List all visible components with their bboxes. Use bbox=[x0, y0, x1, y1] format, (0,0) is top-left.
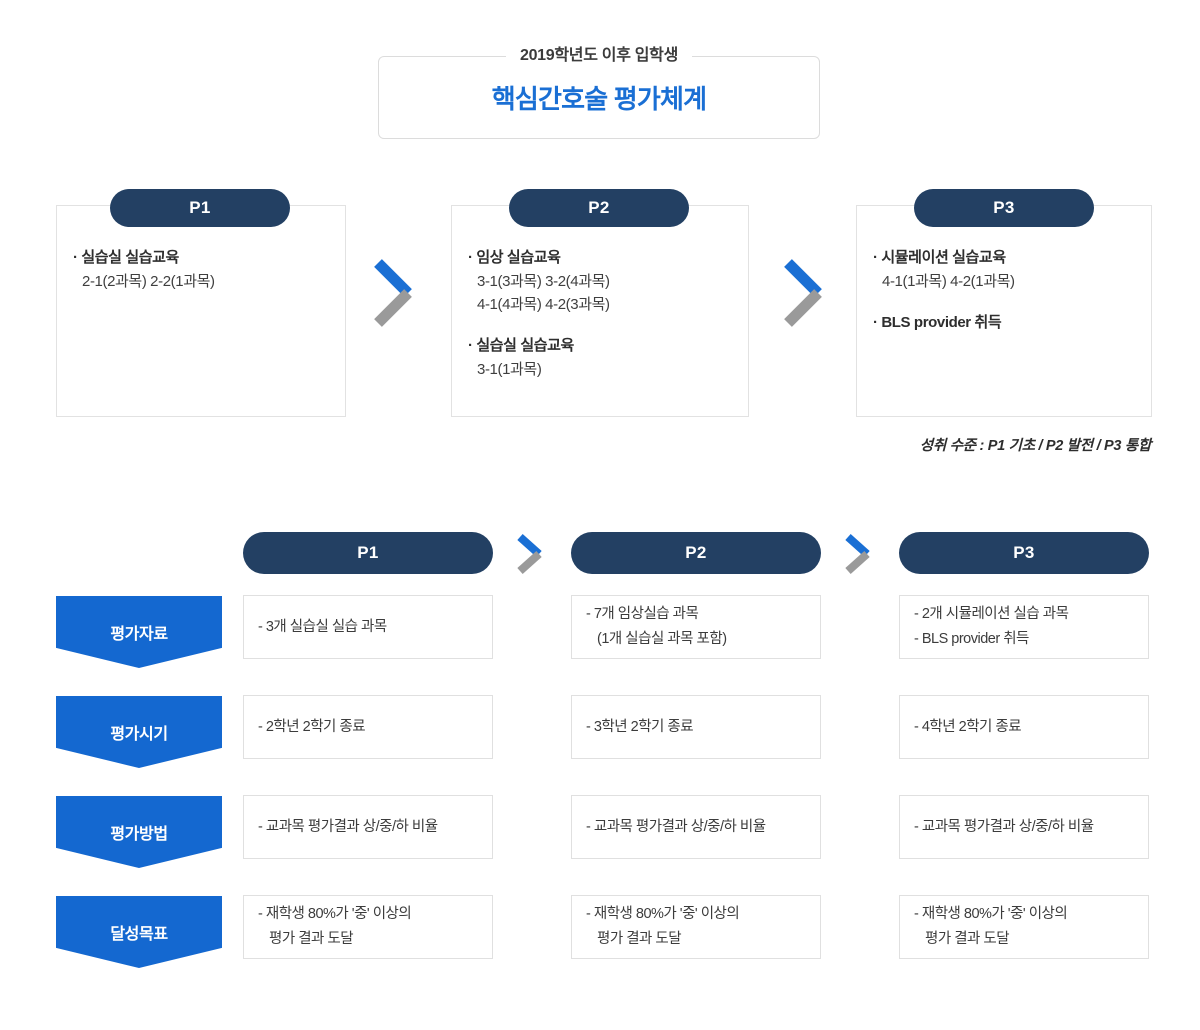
phase-item-head: · 시뮬레이션 실습교육 bbox=[873, 249, 1006, 266]
cell-line: - 4학년 2학기 종료 bbox=[914, 718, 1022, 735]
cell-line: - 교과목 평가결과 상/중/하 비율 bbox=[258, 818, 438, 835]
phase-item-sub: 3-1(1과목) bbox=[477, 361, 542, 378]
cell-line: 평가 결과 도달 bbox=[269, 931, 354, 947]
cell-line: - 재학생 80%가 '중' 이상의 bbox=[914, 906, 1068, 922]
matrix-cell-r0c0: - 3개 실습실 실습 과목 bbox=[243, 595, 493, 659]
matrix-cell-r3c1: - 재학생 80%가 '중' 이상의 평가 결과 도달 bbox=[571, 895, 821, 959]
chevron-right-icon-2 bbox=[784, 259, 822, 327]
phase-pill-p2: P2 bbox=[509, 189, 689, 227]
matrix-column-header-p1: P1 bbox=[243, 532, 493, 574]
phase-body-p1: · 실습실 실습교육 2-1(2과목) 2-2(1과목) bbox=[73, 246, 338, 293]
cell-line: - 교과목 평가결과 상/중/하 비율 bbox=[586, 818, 766, 835]
phase-item: · 시뮬레이션 실습교육 4-1(1과목) 4-2(1과목) bbox=[873, 246, 1148, 293]
cell-line: - 7개 임상실습 과목 bbox=[586, 606, 699, 622]
phase-item: · 임상 실습교육 3-1(3과목) 3-2(4과목) 4-1(4과목) 4-2… bbox=[468, 246, 743, 316]
matrix-row-label-text-2: 평가방법 bbox=[110, 826, 168, 843]
achievement-level-note: 성취 수준 : P1 기초 / P2 발전 / P3 통합 bbox=[919, 438, 1151, 454]
matrix-cell-r0c2: - 2개 시뮬레이션 실습 과목 - BLS provider 취득 bbox=[899, 595, 1149, 659]
phase-pill-label-p3: P3 bbox=[993, 198, 1015, 217]
phase-box-p1 bbox=[56, 205, 346, 417]
matrix-cell-r2c2: - 교과목 평가결과 상/중/하 비율 bbox=[899, 795, 1149, 859]
matrix-cell-r2c1: - 교과목 평가결과 상/중/하 비율 bbox=[571, 795, 821, 859]
matrix-cell-r1c0: - 2학년 2학기 종료 bbox=[243, 695, 493, 759]
chevron-right-icon-3 bbox=[517, 534, 542, 574]
matrix-cell-r3c2: - 재학생 80%가 '중' 이상의 평가 결과 도달 bbox=[899, 895, 1149, 959]
cell-line: 평가 결과 도달 bbox=[925, 931, 1010, 947]
phase-item-head: · 임상 실습교육 bbox=[468, 249, 561, 266]
phase-item: · BLS provider 취득 bbox=[873, 311, 1148, 335]
phase-body-p3: · 시뮬레이션 실습교육 4-1(1과목) 4-2(1과목) · BLS pro… bbox=[873, 246, 1148, 335]
cell-line: - 재학생 80%가 '중' 이상의 bbox=[586, 906, 740, 922]
cell-line: (1개 실습실 과목 포함) bbox=[597, 631, 727, 647]
phase-item-sub: 4-1(1과목) 4-2(1과목) bbox=[882, 273, 1015, 290]
phase-pill-p3: P3 bbox=[914, 189, 1094, 227]
cell-line: - 교과목 평가결과 상/중/하 비율 bbox=[914, 818, 1094, 835]
phase-item-sub: 2-1(2과목) 2-2(1과목) bbox=[82, 273, 215, 290]
matrix-row-label-0: 평가자료 bbox=[56, 596, 222, 668]
matrix-cell-r2c0: - 교과목 평가결과 상/중/하 비율 bbox=[243, 795, 493, 859]
matrix-row-label-2: 평가방법 bbox=[56, 796, 222, 868]
phase-item: · 실습실 실습교육 2-1(2과목) 2-2(1과목) bbox=[73, 246, 338, 293]
cell-line: - 2개 시뮬레이션 실습 과목 bbox=[914, 606, 1069, 622]
phase-item-sub: 3-1(3과목) 3-2(4과목) bbox=[477, 273, 610, 290]
phase-pill-label-p2: P2 bbox=[588, 198, 610, 217]
title-kicker-label: 2019학년도 이후 입학생 bbox=[505, 44, 693, 68]
title-kicker: 2019학년도 이후 입학생 bbox=[378, 44, 820, 68]
chevron-right-icon-1 bbox=[374, 259, 412, 327]
phase-item-head: · 실습실 실습교육 bbox=[73, 249, 179, 266]
matrix-row-label-text-3: 달성목표 bbox=[110, 926, 168, 943]
matrix-column-header-p3: P3 bbox=[899, 532, 1149, 574]
phase-item-head: · BLS provider 취득 bbox=[873, 314, 1002, 331]
matrix-row-label-text-0: 평가자료 bbox=[110, 626, 168, 643]
chevron-right-icon-4 bbox=[845, 534, 870, 574]
page-title: 핵심간호술 평가체계 bbox=[491, 84, 707, 114]
phase-pill-p1: P1 bbox=[110, 189, 290, 227]
cell-line: - 3개 실습실 실습 과목 bbox=[258, 618, 387, 635]
phase-box-p3 bbox=[856, 205, 1152, 417]
phase-item-sub: 4-1(4과목) 4-2(3과목) bbox=[477, 296, 610, 313]
cell-line: - 3학년 2학기 종료 bbox=[586, 718, 694, 735]
phase-item: · 실습실 실습교육 3-1(1과목) bbox=[468, 334, 743, 381]
cell-line: - 2학년 2학기 종료 bbox=[258, 718, 366, 735]
matrix-column-label-p1: P1 bbox=[357, 543, 379, 562]
matrix-cell-r1c1: - 3학년 2학기 종료 bbox=[571, 695, 821, 759]
phase-item-head: · 실습실 실습교육 bbox=[468, 337, 574, 354]
cell-line: - BLS provider 취득 bbox=[914, 631, 1029, 647]
cell-line: 평가 결과 도달 bbox=[597, 931, 682, 947]
phase-body-p2: · 임상 실습교육 3-1(3과목) 3-2(4과목) 4-1(4과목) 4-2… bbox=[468, 246, 743, 381]
phase-pill-label-p1: P1 bbox=[189, 198, 211, 217]
matrix-row-label-1: 평가시기 bbox=[56, 696, 222, 768]
matrix-column-label-p3: P3 bbox=[1013, 543, 1035, 562]
matrix-cell-r3c0: - 재학생 80%가 '중' 이상의 평가 결과 도달 bbox=[243, 895, 493, 959]
matrix-column-header-p2: P2 bbox=[571, 532, 821, 574]
cell-line: - 재학생 80%가 '중' 이상의 bbox=[258, 906, 412, 922]
matrix-row-label-3: 달성목표 bbox=[56, 896, 222, 968]
matrix-cell-r0c1: - 7개 임상실습 과목 (1개 실습실 과목 포함) bbox=[571, 595, 821, 659]
matrix-row-label-text-1: 평가시기 bbox=[110, 726, 168, 743]
matrix-cell-r1c2: - 4학년 2학기 종료 bbox=[899, 695, 1149, 759]
phase-box-p2 bbox=[451, 205, 749, 417]
matrix-column-label-p2: P2 bbox=[685, 543, 707, 562]
